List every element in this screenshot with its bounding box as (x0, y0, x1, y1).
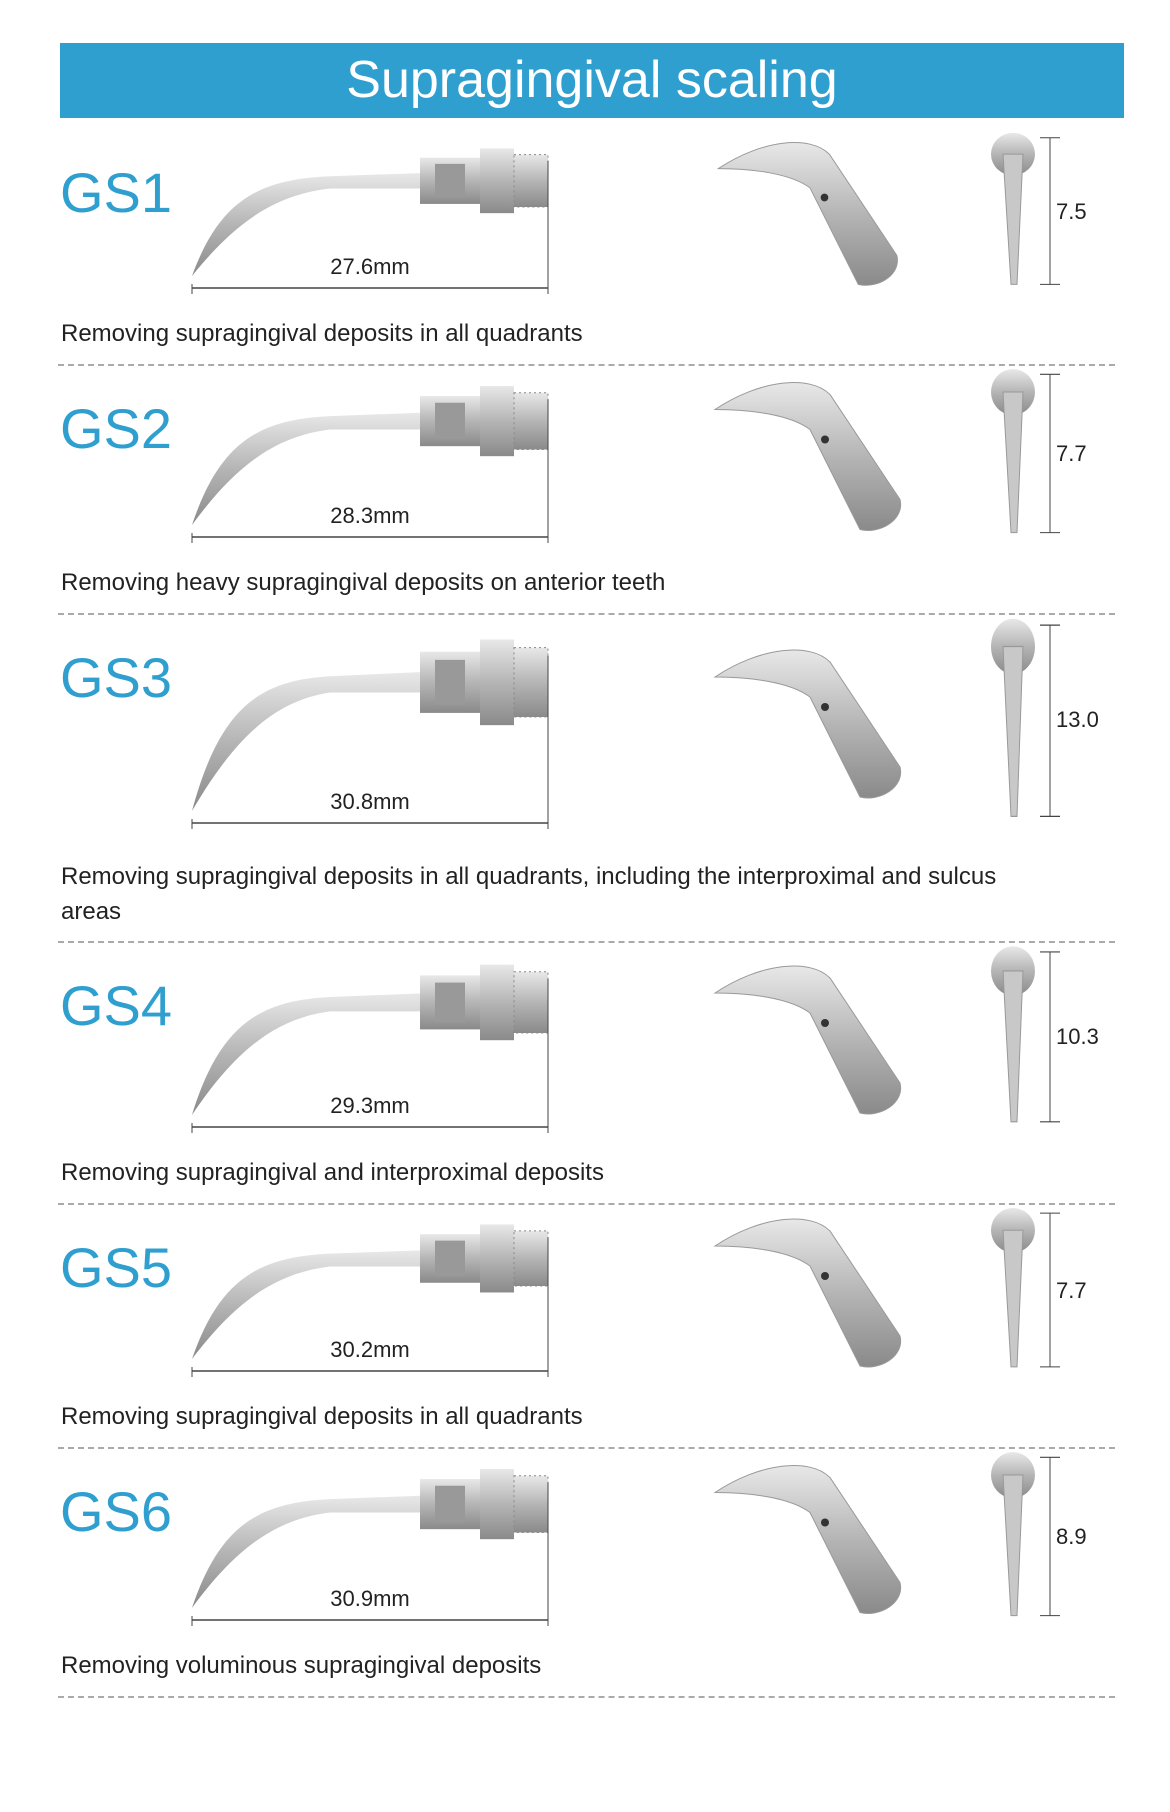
tip-height-label: 7.5 (1056, 199, 1087, 225)
tip-side-view-image (713, 382, 902, 531)
tip-height-label: 8.9 (1056, 1524, 1087, 1550)
tip-length-label: 27.6mm (330, 254, 410, 279)
tip-section: GS4 29.3mm 10.3 Removing supragingival a… (0, 943, 1170, 1205)
tip-length-label: 30.2mm (330, 1337, 410, 1362)
tip-side-view-image (713, 965, 902, 1115)
tip-description: Removing heavy supragingival deposits on… (61, 569, 666, 596)
tip-height-label: 10.3 (1056, 1024, 1099, 1049)
section-divider (58, 613, 1115, 615)
tip-side-view-image (713, 649, 902, 799)
scaler-tip-image (191, 1469, 549, 1626)
section-divider (58, 1696, 1115, 1698)
tip-section: GS2 28.3mm 7.7 Removing heavy supragingi… (0, 366, 1170, 615)
tip-height-label: 7.7 (1056, 441, 1087, 467)
tip-front-view-image (991, 1208, 1060, 1368)
tip-front-view-image (991, 132, 1060, 285)
tip-section: GS3 30.8mm 13.0 Removing supragingival d… (0, 615, 1170, 943)
scaler-tip-image (191, 639, 549, 829)
tip-description: Removing supragingival deposits in all q… (61, 863, 997, 925)
tip-description: Removing supragingival and interproximal… (61, 1159, 604, 1186)
scaler-tip-image (191, 386, 549, 543)
tip-height-label: 13.0 (1056, 706, 1099, 732)
tip-height-label: 7.7 (1056, 1277, 1087, 1303)
tip-side-view-image (713, 1465, 902, 1614)
tip-description: Removing supragingival deposits in all q… (61, 320, 583, 347)
tip-length-label: 28.3mm (330, 503, 410, 528)
tip-code: GS1 (60, 161, 173, 224)
tip-section: GS6 30.9mm 8.9 Removing voluminous supra… (0, 1449, 1170, 1698)
scaler-tip-image (191, 964, 549, 1133)
tip-code: GS3 (60, 646, 173, 709)
tip-length-label: 30.9mm (330, 1586, 410, 1611)
scaler-tip-image (191, 148, 549, 294)
tip-length-label: 29.3mm (330, 1093, 410, 1118)
tip-section: GS5 30.2mm 7.7 Removing supragingival de… (0, 1205, 1170, 1449)
section-divider (58, 1447, 1115, 1449)
tip-code: GS4 (60, 974, 173, 1037)
scaler-tip-image (191, 1224, 549, 1377)
tip-side-view-image (716, 142, 898, 286)
tip-code: GS5 (60, 1236, 173, 1299)
tip-front-view-image (991, 369, 1060, 534)
section-divider (58, 1203, 1115, 1205)
tip-front-view-image (991, 618, 1060, 818)
tip-description: Removing supragingival deposits in all q… (61, 1403, 583, 1430)
tip-side-view-image (713, 1218, 902, 1368)
page-title-banner: Supragingival scaling (60, 43, 1124, 118)
tip-section: GS1 27.6mm 7.5 Removing supragingival de… (0, 130, 1170, 366)
section-divider (58, 941, 1115, 943)
section-divider (58, 364, 1115, 366)
tip-length-label: 30.8mm (330, 789, 410, 814)
tip-front-view-image (991, 1452, 1060, 1617)
tip-code: GS6 (60, 1480, 173, 1543)
tip-front-view-image (991, 946, 1060, 1123)
tip-code: GS2 (60, 397, 173, 460)
tip-description: Removing voluminous supragingival deposi… (61, 1652, 542, 1679)
